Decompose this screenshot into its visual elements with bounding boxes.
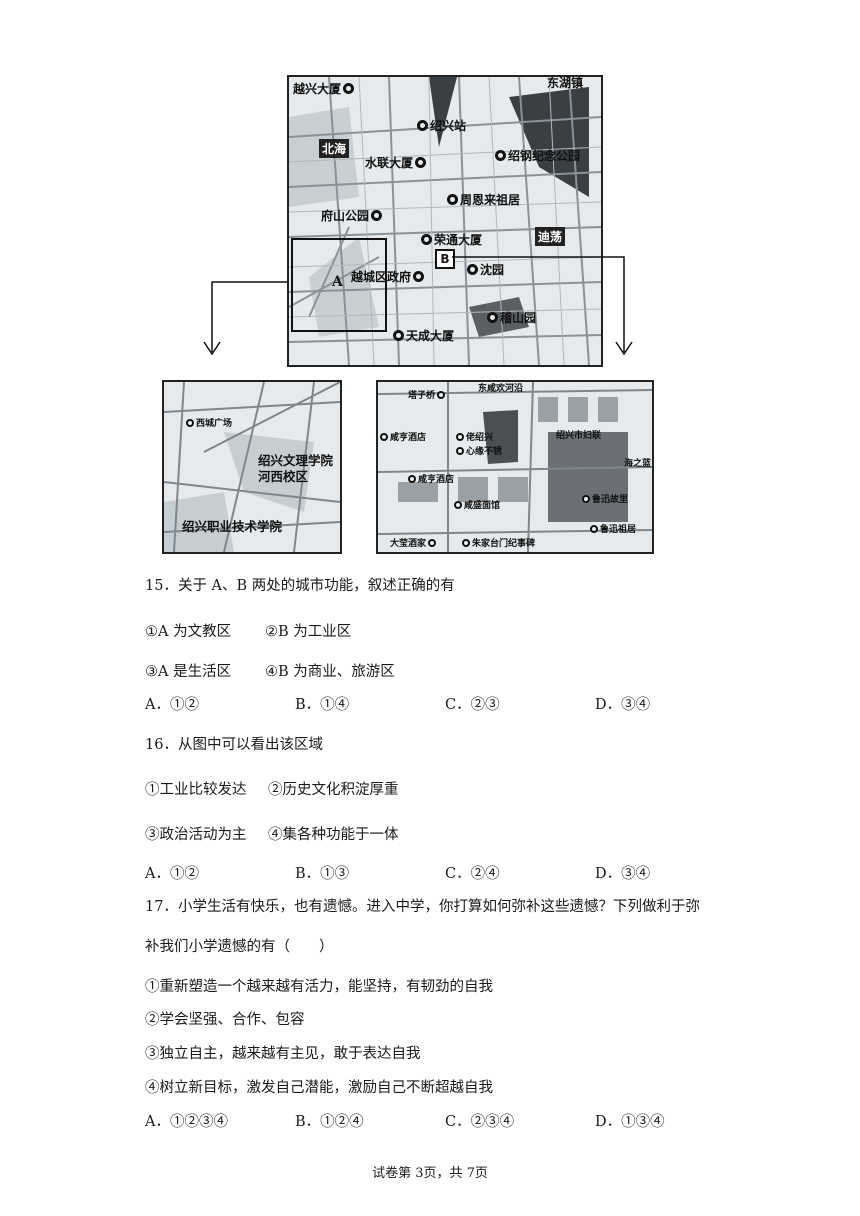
heritage-pin-icon	[582, 494, 590, 503]
heritage-pin-icon	[590, 524, 598, 533]
q17-statement-1: ①重新塑造一个越来越有活力，能坚持，有韧劲的自我	[145, 979, 493, 995]
label-dongcheng: 东咸欢河沿	[478, 384, 524, 394]
q17-statement-4: ④树立新目标，激发自己潜能，激励自己不断超越自我	[145, 1080, 493, 1096]
inset-a-roads	[164, 382, 340, 552]
restaurant-pin-icon	[380, 432, 388, 441]
inset-map-b: 塔子桥 东咸欢河沿 咸亨酒店 佬绍兴 心缘不锈 绍兴市妇联 海之蓝 咸亨酒店 咸…	[376, 380, 654, 554]
q16-option-b[interactable]: B．①③	[295, 866, 350, 882]
label-dayu: 大莹酒家	[390, 536, 437, 549]
label-luxun-ancestral: 鲁迅祖居	[590, 522, 636, 535]
label-jishan: 稽山园	[487, 309, 536, 326]
landmark-pin-icon	[186, 418, 194, 427]
q16-stem: 16．从图中可以看出该区域	[145, 737, 323, 753]
restaurant-pin-icon	[454, 500, 462, 509]
q16-option-c[interactable]: C．②④	[445, 866, 500, 882]
restaurant-pin-icon	[428, 538, 437, 547]
q16-option-a[interactable]: A．①②	[145, 866, 199, 882]
landmark-pin-icon	[456, 446, 464, 455]
label-shaogang: 绍钢纪念公园	[495, 147, 580, 164]
label-xicheng: 西城广场	[186, 416, 232, 429]
label-zhouenlai: 周恩来祖居	[447, 191, 520, 208]
government-pin-icon	[413, 271, 425, 282]
label-xianheng-1: 咸亨酒店	[380, 430, 426, 443]
page-footer: 试卷第 3页，共 7页	[372, 1166, 488, 1181]
label-zhiye: 绍兴职业技术学院	[182, 519, 283, 534]
q17-stem-line-1: 17．小学生活有快乐，也有遗憾。进入中学，你打算如何弥补这些遗憾？下列做利于弥	[145, 899, 700, 915]
q17-option-b[interactable]: B．①②④	[295, 1114, 364, 1130]
landmark-pin-icon	[456, 432, 464, 441]
label-beihai: 北海	[319, 139, 350, 158]
label-laoshaoxing: 佬绍兴	[456, 430, 493, 443]
q15-option-c[interactable]: C．②③	[445, 697, 500, 713]
q15-option-d[interactable]: D．③④	[595, 697, 651, 713]
map-roads	[289, 77, 601, 365]
station-pin-icon	[417, 120, 428, 131]
q16-statement-3: ③政治活动为主	[145, 827, 247, 843]
q15-stem: 15．关于 A、B 两处的城市功能，叙述正确的有	[145, 578, 455, 594]
label-fushan: 府山公园	[321, 207, 383, 224]
landmark-pin-icon	[415, 157, 427, 168]
heritage-pin-icon	[467, 264, 478, 275]
label-haizhi: 海之蓝	[624, 459, 652, 469]
label-wenli-1: 绍兴文理学院	[258, 453, 334, 468]
park-pin-icon	[495, 150, 506, 161]
q15-option-a[interactable]: A．①②	[145, 697, 199, 713]
inset-map-a: 西城广场 绍兴文理学院 河西校区 绍兴职业技术学院	[162, 380, 342, 554]
label-donghu: 东湖镇	[547, 76, 584, 90]
park-pin-icon	[371, 210, 383, 221]
q17-option-d[interactable]: D．①③④	[595, 1114, 665, 1130]
label-fulian: 绍兴市妇联	[556, 431, 602, 441]
area-a-box	[291, 238, 387, 332]
restaurant-pin-icon	[408, 474, 416, 483]
main-city-map: 越兴大厦 东湖镇 北海 绍兴站 水联大厦 绍钢纪念公园 周恩来祖居 府山公园 荣…	[287, 75, 603, 367]
label-tazi: 塔子桥	[408, 388, 446, 401]
q17-statement-3: ③独立自主，越来越有主见，敢于表达自我	[145, 1046, 421, 1062]
park-pin-icon	[487, 312, 498, 323]
label-xianheng-2: 咸亨酒店	[408, 472, 454, 485]
bridge-pin-icon	[437, 390, 446, 399]
label-shenyuan: 沈园	[467, 261, 504, 278]
q17-option-a[interactable]: A．①②③④	[145, 1114, 228, 1130]
q17-stem-line-2: 补我们小学遗憾的有（ ）	[145, 939, 334, 955]
label-xianheng-noodle: 咸盛面馆	[454, 498, 500, 511]
q15-statement-1: ①A 为文教区	[145, 624, 232, 640]
q15-statement-3: ③A 是生活区	[145, 664, 232, 680]
q16-option-d[interactable]: D．③④	[595, 866, 651, 882]
label-zhujia: 朱家台门纪事碑	[462, 536, 535, 549]
landmark-pin-icon	[421, 234, 432, 245]
landmark-pin-icon	[343, 83, 355, 94]
label-yuecheng: 越城区政府	[351, 268, 425, 285]
label-wenli-2: 河西校区	[258, 469, 309, 484]
inset-b-roads	[378, 382, 652, 552]
label-yingdang: 迪荡	[535, 227, 566, 246]
label-shaoxing-station: 绍兴站	[417, 117, 466, 134]
area-a-label: A	[332, 274, 343, 290]
q16-statement-4: ④集各种功能于一体	[268, 827, 399, 843]
label-xinjiang: 心缘不锈	[456, 444, 502, 457]
heritage-pin-icon	[447, 194, 458, 205]
q15-statement-4: ④B 为商业、旅游区	[265, 664, 395, 680]
q15-option-b[interactable]: B．①④	[295, 697, 350, 713]
q15-statement-2: ②B 为工业区	[265, 624, 352, 640]
heritage-pin-icon	[462, 538, 470, 547]
q17-option-c[interactable]: C．②③④	[445, 1114, 515, 1130]
landmark-pin-icon	[393, 330, 404, 341]
q16-statement-1: ①工业比较发达	[145, 782, 247, 798]
label-rongtong: 荣通大厦	[421, 231, 482, 248]
area-b-box: B	[435, 249, 455, 269]
label-yuexing: 越兴大厦	[293, 80, 355, 97]
label-tiancheng: 天成大厦	[393, 327, 454, 344]
label-shuilian: 水联大厦	[365, 154, 427, 171]
label-luxun-home: 鲁迅故里	[582, 492, 628, 505]
q17-statement-2: ②学会坚强、合作、包容	[145, 1012, 305, 1028]
q16-statement-2: ②历史文化积淀厚重	[268, 782, 399, 798]
